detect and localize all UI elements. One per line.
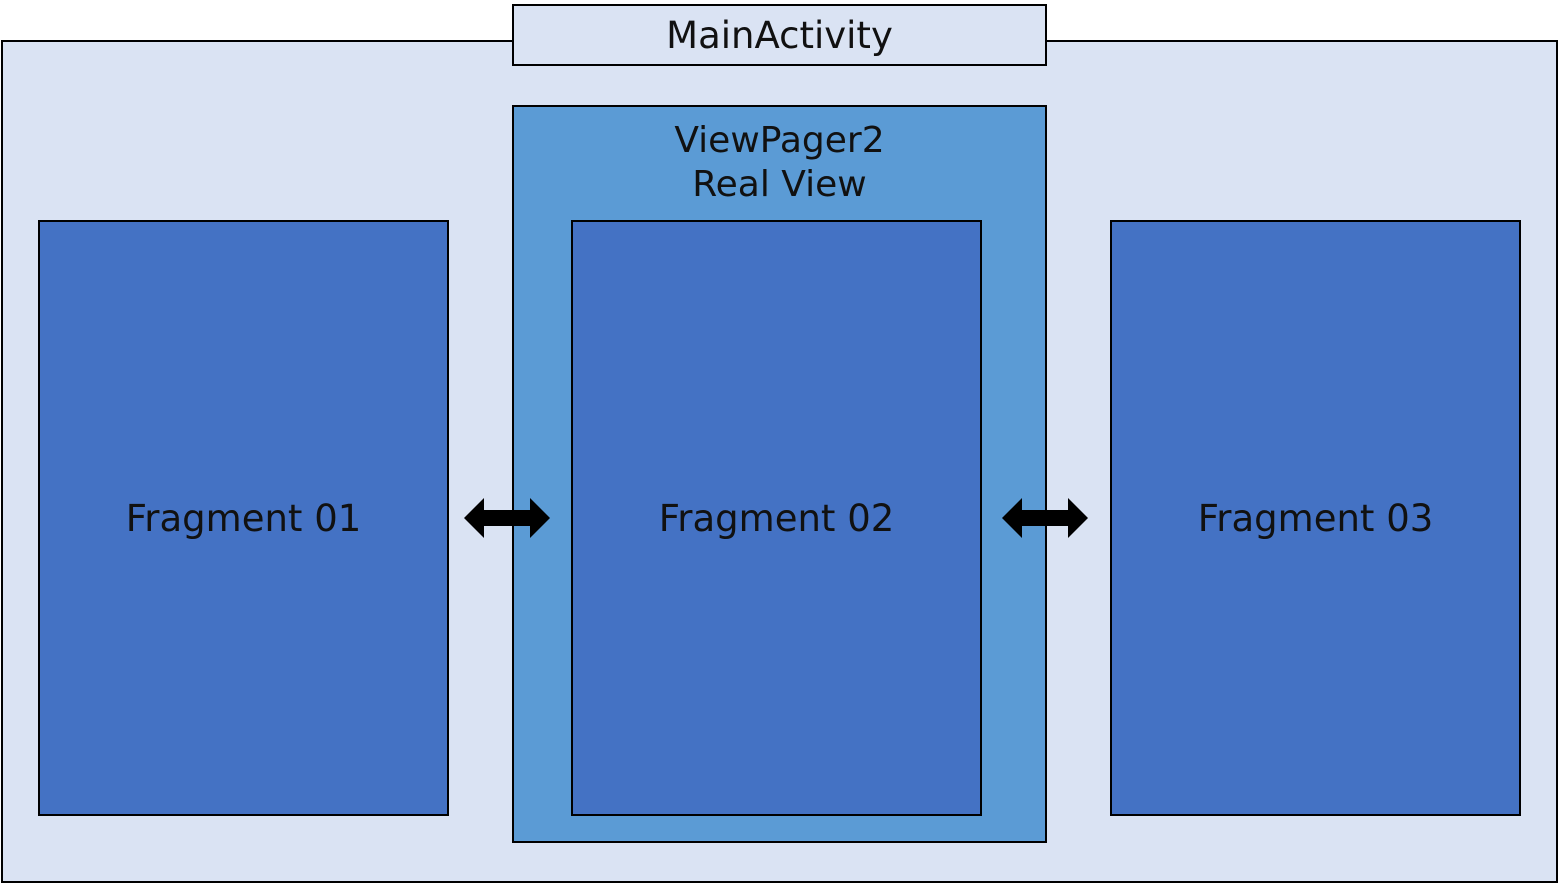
fragment-03-label: Fragment 03 — [1197, 496, 1434, 540]
double-arrow-icon — [464, 498, 550, 538]
viewpager2-title: ViewPager2 — [674, 120, 885, 161]
fragment-01-box: Fragment 01 — [38, 220, 449, 816]
viewpager2-subtitle: Real View — [692, 164, 867, 205]
double-arrow-icon — [1002, 498, 1088, 538]
fragment-02-label: Fragment 02 — [658, 496, 895, 540]
fragment-02-box: Fragment 02 — [571, 220, 982, 816]
main-activity-title: MainActivity — [666, 13, 893, 57]
main-activity-title-box: MainActivity — [512, 4, 1047, 66]
fragment-03-box: Fragment 03 — [1110, 220, 1521, 816]
fragment-01-label: Fragment 01 — [125, 496, 362, 540]
